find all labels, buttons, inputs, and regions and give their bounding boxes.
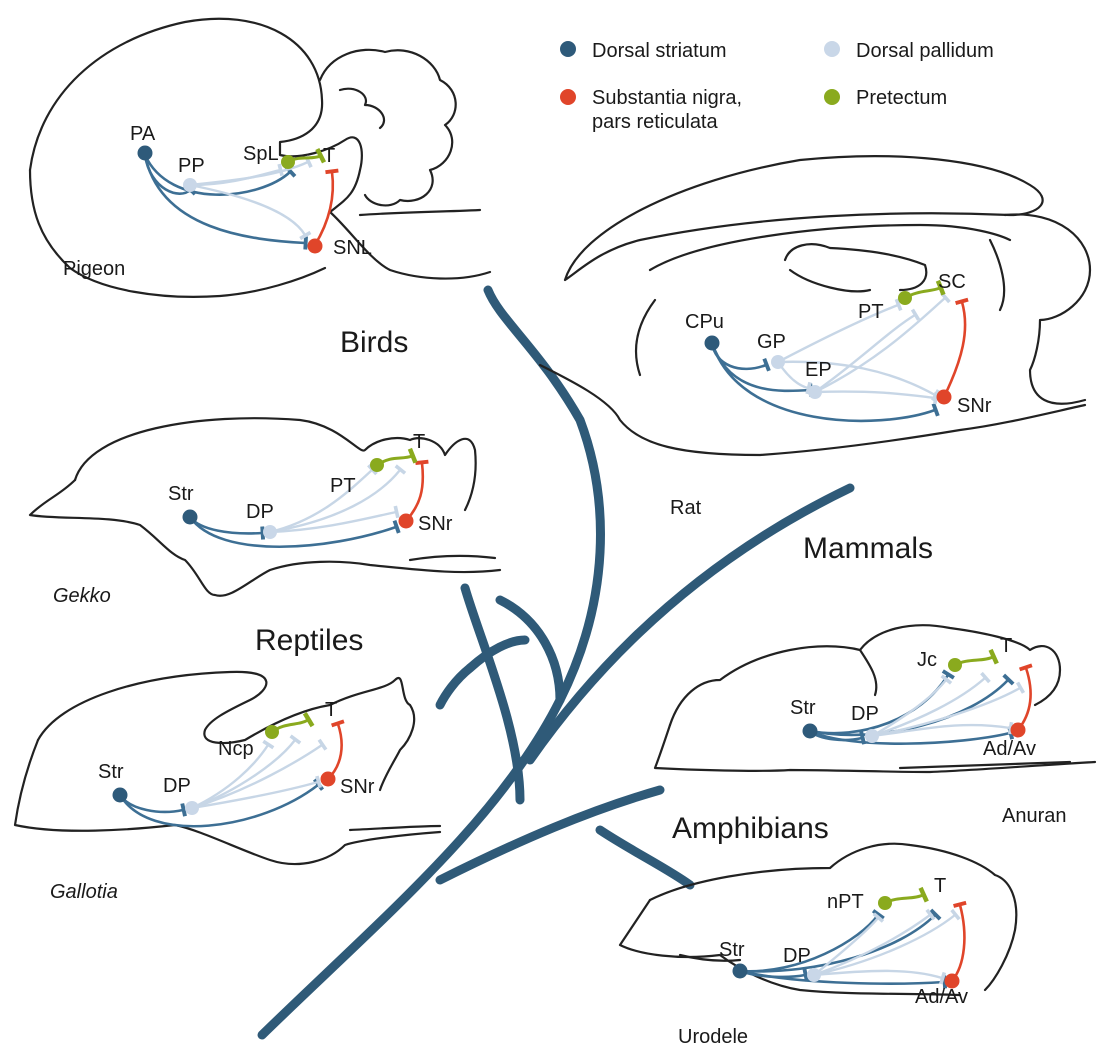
pigeon-nigra-node [308, 239, 323, 254]
pigeon-striatum-node [138, 146, 153, 161]
gekko-brain-panel: Str DP PT T SNr Gekko [30, 418, 500, 607]
gallotia-pretectum-label: Ncp [218, 738, 254, 760]
anuran-pallidum-label: DP [851, 703, 879, 725]
rat-striatum-label: CPu [685, 311, 724, 333]
gallotia-tectum-label: T [325, 699, 337, 721]
pigeon-tectum-label: T [323, 145, 335, 167]
gallotia-pallidum-label: DP [163, 775, 191, 797]
legend-pretectum-dot [824, 89, 840, 105]
gekko-striatum-label: Str [168, 483, 194, 505]
legend-pretectum-label: Pretectum [856, 87, 947, 109]
phylogenetic-tree [262, 290, 850, 1035]
legend-nigra-dot [560, 89, 576, 105]
amphibians-group-label: Amphibians [672, 812, 829, 845]
rat-pallidum1-node [771, 355, 785, 369]
pigeon-pretectum-label: SpL [243, 143, 279, 165]
gallotia-brain-panel: Str DP Ncp T SNr Gallotia [15, 672, 440, 903]
pigeon-pallidum-node [183, 178, 197, 192]
anuran-species-label: Anuran [1002, 805, 1067, 827]
rat-pallidum2-node [808, 385, 822, 399]
pigeon-striatum-label: PA [130, 123, 156, 145]
urodele-striatum-node [733, 964, 748, 979]
legend-nigra-label-1: Substantia nigra, [592, 87, 742, 109]
gekko-species-label: Gekko [53, 585, 111, 607]
gekko-pretectum-label: PT [330, 475, 356, 497]
urodele-pretectum-node [878, 896, 892, 910]
gallotia-species-label: Gallotia [50, 881, 118, 903]
rat-pretectum-label: PT [858, 301, 884, 323]
legend-dorsal-striatum-dot [560, 41, 576, 57]
pigeon-pretectum-node [281, 155, 295, 169]
legend-dorsal-pallidum-dot [824, 41, 840, 57]
mammals-group-label: Mammals [803, 532, 933, 565]
pigeon-pallidum-label: PP [178, 155, 205, 177]
rat-nigra-label: SNr [957, 395, 992, 417]
gallotia-pallidum-node [185, 801, 199, 815]
gallotia-striatum-node [113, 788, 128, 803]
gekko-nigra-label: SNr [418, 513, 453, 535]
gallotia-striatum-label: Str [98, 761, 124, 783]
pigeon-nigra-label: SNL [333, 237, 372, 259]
gekko-nigra-node [399, 514, 414, 529]
anuran-nigra-label: Ad/Av [983, 738, 1036, 760]
anuran-pretectum-node [948, 658, 962, 672]
anuran-brain-panel: Str DP Jc T Ad/Av Anuran [655, 625, 1095, 827]
rat-pallidum2-label: EP [805, 359, 832, 381]
rat-tectum-label: SC [938, 271, 966, 293]
legend-nigra-label-2: pars reticulata [592, 111, 718, 133]
gallotia-nigra-node [321, 772, 336, 787]
gekko-pallidum-label: DP [246, 501, 274, 523]
anuran-striatum-label: Str [790, 697, 816, 719]
gekko-tectum-label: T [413, 431, 425, 453]
rat-nigra-node [937, 390, 952, 405]
anuran-nigra-node [1011, 723, 1026, 738]
legend-dorsal-pallidum-label: Dorsal pallidum [856, 40, 994, 62]
anuran-tectum-label: T [1000, 635, 1012, 657]
rat-pallidum1-label: GP [757, 331, 786, 353]
gallotia-nigra-label: SNr [340, 776, 375, 798]
urodele-pallidum-label: DP [783, 945, 811, 967]
urodele-pretectum-label: nPT [827, 891, 864, 913]
gallotia-pretectum-node [265, 725, 279, 739]
urodele-striatum-label: Str [719, 939, 745, 961]
urodele-pallidum-node [807, 968, 821, 982]
rat-pretectum-node [898, 291, 912, 305]
reptiles-group-label: Reptiles [255, 624, 363, 657]
pigeon-brain-panel: PA PP SpL T SNL Pigeon [30, 19, 490, 297]
gekko-striatum-node [183, 510, 198, 525]
rat-brain-panel: CPu GP EP PT SC SNr Rat [540, 156, 1090, 519]
urodele-species-label: Urodele [678, 1026, 748, 1048]
urodele-nigra-label: Ad/Av [915, 986, 968, 1008]
pigeon-species-label: Pigeon [63, 258, 125, 280]
rat-species-label: Rat [670, 497, 702, 519]
anuran-pretectum-label: Jc [917, 649, 937, 671]
anuran-striatum-node [803, 724, 818, 739]
urodele-tectum-label: T [934, 875, 946, 897]
rat-striatum-node [705, 336, 720, 351]
gekko-pallidum-node [263, 525, 277, 539]
birds-group-label: Birds [340, 326, 408, 359]
gekko-pretectum-node [370, 458, 384, 472]
legend-dorsal-striatum-label: Dorsal striatum [592, 40, 726, 62]
legend: Dorsal striatum Dorsal pallidum Substant… [560, 40, 994, 133]
anuran-pallidum-node [865, 729, 879, 743]
